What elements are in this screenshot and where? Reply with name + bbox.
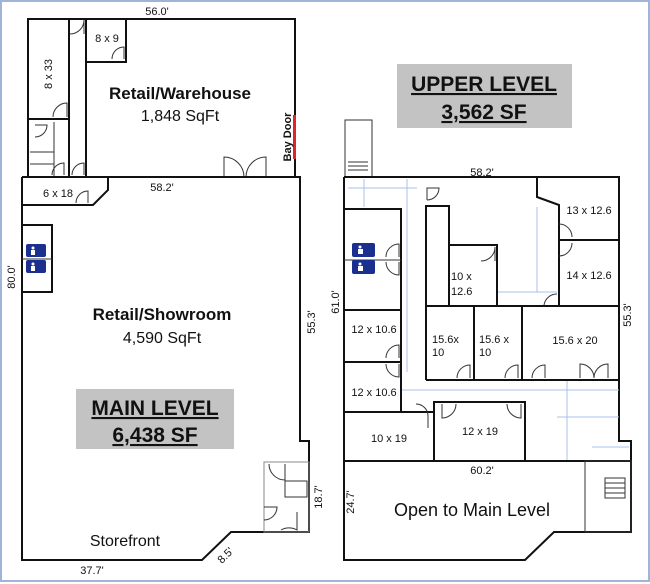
warehouse-area: 1,848 SqFt — [141, 108, 220, 125]
showroom-name: Retail/Showroom — [93, 305, 232, 324]
room-6x18 — [22, 177, 109, 206]
upper-level-title: UPPER LEVEL — [411, 73, 557, 96]
upper-level-area: 3,562 SF — [441, 101, 526, 124]
bay-door-marker — [293, 115, 296, 159]
dim-bottom: 37.7' — [80, 565, 104, 577]
room-label: 6 x 18 — [43, 188, 73, 200]
upper-dim-left: 61.0' — [330, 290, 342, 314]
stairs — [284, 480, 308, 498]
dim-mid: 58.2' — [150, 182, 174, 194]
room-8x9 — [86, 19, 127, 63]
room-10x12.6 — [449, 244, 498, 306]
room-label: 15.6 x 20 — [552, 335, 597, 347]
storefront-label: Storefront — [90, 533, 161, 550]
main-level-plan — [21, 18, 310, 561]
room-label: 12 x 10.6 — [351, 387, 396, 399]
stairs-top — [344, 119, 373, 178]
restroom-icon — [352, 243, 375, 274]
main-level-label-box — [76, 389, 234, 449]
dim-left: 80.0' — [6, 265, 18, 289]
warehouse-name: Retail/Warehouse — [109, 84, 251, 103]
main-level-area: 6,438 SF — [112, 424, 197, 447]
corridor-wall — [425, 205, 450, 380]
door — [111, 46, 125, 60]
upper-dim-lower-left: 24.7' — [345, 490, 357, 514]
room-label: 8 x 9 — [95, 33, 119, 45]
upper-dim-right: 55.3' — [622, 303, 634, 327]
room-label: 10 — [479, 347, 491, 359]
bay-door-label: Bay Door — [282, 112, 294, 162]
wall — [344, 208, 402, 412]
dim-side: 18.7' — [313, 485, 325, 509]
double-door — [223, 156, 267, 178]
doors — [415, 223, 573, 428]
room-label: 13 x 12.6 — [566, 205, 611, 217]
room-label: 12 x 10.6 — [351, 324, 396, 336]
room-label: 12.6 — [451, 286, 472, 298]
main-level-title: MAIN LEVEL — [91, 397, 218, 420]
restroom-icon — [26, 244, 46, 273]
showroom-outline — [21, 176, 310, 561]
door — [52, 102, 68, 118]
dim-right: 55.3' — [306, 310, 318, 334]
room-label: 10 x — [451, 271, 472, 283]
showroom-area: 4,590 SqFt — [123, 330, 202, 347]
room-label: 14 x 12.6 — [566, 270, 611, 282]
door — [75, 190, 89, 204]
stairs-box — [584, 460, 632, 533]
doors — [456, 246, 609, 379]
storefront-vestibule — [263, 461, 310, 533]
room-label: 15.6x — [432, 334, 459, 346]
doors — [263, 463, 298, 531]
room-label: 15.6 x — [479, 334, 509, 346]
room-label: 8 x 33 — [43, 59, 55, 89]
dim-diag: 8.5' — [215, 545, 236, 566]
warehouse-outline — [27, 18, 296, 177]
upper-dim-lower: 60.2' — [470, 465, 494, 477]
upper-dim-top: 58.2' — [470, 167, 494, 179]
doors — [34, 124, 85, 176]
wall — [536, 177, 560, 306]
doors — [385, 187, 440, 378]
room-label: 10 — [432, 347, 444, 359]
upper-level-plan — [343, 119, 632, 561]
room-label: 12 x 19 — [462, 426, 498, 438]
door — [69, 19, 85, 35]
open-area-label: Open to Main Level — [394, 500, 550, 520]
room-12x19 — [433, 401, 526, 461]
upper-level-label-box — [397, 64, 572, 128]
room-label: 10 x 19 — [371, 433, 407, 445]
dim-top: 56.0' — [145, 6, 169, 18]
